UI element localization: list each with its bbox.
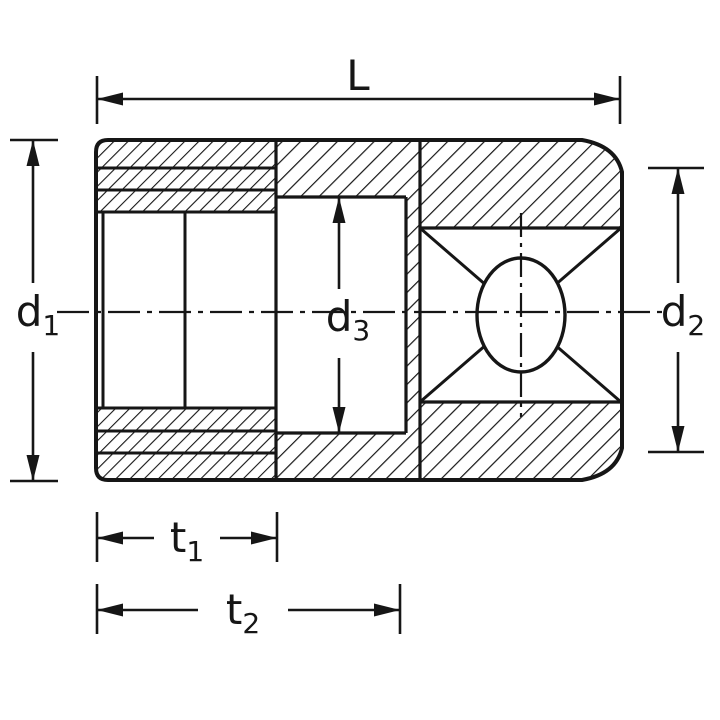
dim-d3-arrow-down [332,407,346,433]
knurl-hatch-bottom [96,408,276,480]
section-hatch-top [276,140,420,197]
dim-d1-label: d1 [16,287,61,342]
dimension-t1: t1 [95,512,279,568]
dimension-t2: t2 [95,584,402,640]
dim-t1-arrow-right [251,531,277,545]
dim-l-label: L [346,51,370,100]
dimension-d3: d3 [326,197,371,433]
dim-t2-arrow-right [374,603,400,617]
dim-t1-arrow-left [97,531,123,545]
dimension-d2: d2 [648,166,706,454]
knurl-hatch-top [96,140,276,212]
dim-l-arrow-left [97,92,123,106]
dimension-d1: d1 [10,138,61,483]
dim-d2-label: d2 [661,287,706,342]
socket-body [57,138,663,482]
dim-d1-arrow-down [26,455,40,481]
dim-d3-arrow-up [332,197,346,223]
dim-t2-label: t2 [226,585,260,640]
dim-l-arrow-right [594,92,620,106]
dim-t1-label: t1 [170,513,204,568]
dim-d3-label: d3 [326,292,371,347]
dim-d1-arrow-up [26,140,40,166]
section-hatch-bottom [276,433,420,480]
section-hatch-wall [406,197,420,433]
dim-t2-arrow-left [97,603,123,617]
dim-d2-arrow-up [671,168,685,194]
dimension-L: L [95,51,622,124]
dim-d2-arrow-down [671,426,685,452]
